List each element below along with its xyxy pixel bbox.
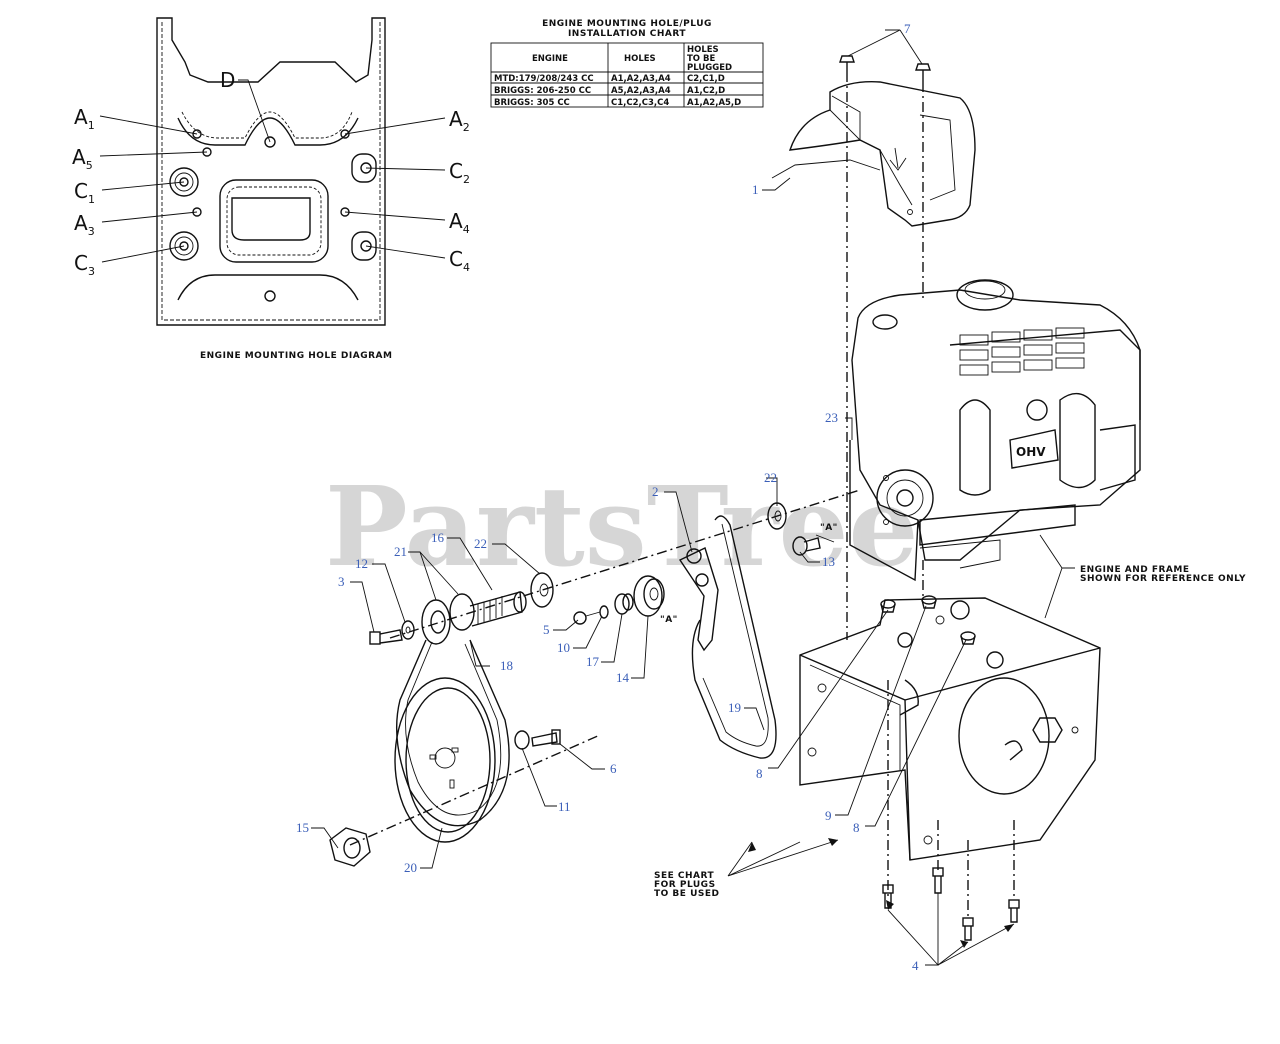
plug-9 bbox=[921, 595, 937, 609]
washer-12 bbox=[401, 620, 415, 640]
note-see-chart-3: TO BE USED bbox=[654, 889, 719, 899]
bolt-4c bbox=[962, 917, 974, 941]
pulley-21 bbox=[421, 593, 475, 645]
ref-a-left: "A" bbox=[660, 615, 678, 625]
note-see-chart-2: FOR PLUGS bbox=[654, 880, 716, 890]
chart-row1-holes: A1,A2,A3,A4 bbox=[611, 74, 671, 84]
chart-row2-plugged: A1,C2,D bbox=[687, 86, 725, 96]
callout-5: 5 bbox=[543, 622, 550, 637]
hole-a2 bbox=[340, 129, 350, 139]
chart-header-plugged-2: TO BE bbox=[687, 54, 715, 64]
washer-10 bbox=[585, 605, 609, 619]
callout-2: 2 bbox=[652, 484, 659, 499]
callout-23: 23 bbox=[825, 410, 838, 425]
spacer-17 bbox=[614, 593, 634, 615]
chart-header-plugged-3: PLUGGED bbox=[687, 63, 732, 73]
frame bbox=[799, 597, 1101, 861]
hole-a1 bbox=[192, 129, 202, 139]
label-c2: C2 bbox=[449, 159, 470, 186]
callout-6: 6 bbox=[610, 761, 617, 776]
callout-11: 11 bbox=[558, 799, 571, 814]
chart-header-engine: ENGINE bbox=[532, 54, 568, 64]
note-engine-frame-1: ENGINE AND FRAME bbox=[1080, 565, 1189, 575]
bolt-4b bbox=[932, 867, 944, 894]
callout-15: 15 bbox=[296, 820, 309, 835]
arrowheads bbox=[748, 838, 1014, 948]
note-see-chart-1: SEE CHART bbox=[654, 871, 715, 881]
bolt-4d bbox=[1008, 899, 1020, 923]
chart-row1-plugged: C2,C1,D bbox=[687, 74, 725, 84]
hole-diagram-caption: ENGINE MOUNTING HOLE DIAGRAM bbox=[200, 351, 392, 361]
label-a2: A2 bbox=[449, 107, 470, 134]
washer-22a bbox=[530, 572, 554, 608]
nut-5 bbox=[573, 611, 587, 625]
chart-header-plugged-1: HOLES bbox=[687, 45, 719, 55]
engine-badge: OHV bbox=[1016, 445, 1046, 459]
plug-8b bbox=[960, 631, 976, 645]
chart-row2-engine: BRIGGS: 206-250 CC bbox=[494, 86, 591, 96]
label-d: D bbox=[220, 68, 235, 92]
chart-row3-plugged: A1,A2,A5,D bbox=[687, 98, 741, 108]
belt-cover bbox=[771, 81, 976, 227]
watermark: PartsTree bbox=[325, 462, 919, 591]
chart-row3-engine: BRIGGS: 305 CC bbox=[494, 98, 570, 108]
label-c4: C4 bbox=[449, 247, 470, 274]
callout-1: 1 bbox=[752, 182, 759, 197]
callout-22b: 22 bbox=[764, 470, 777, 485]
label-c3: C3 bbox=[74, 251, 95, 278]
label-a4: A4 bbox=[449, 209, 470, 236]
hole-c4 bbox=[351, 231, 377, 261]
chart-row2-holes: A5,A2,A3,A4 bbox=[611, 86, 671, 96]
callout-19: 19 bbox=[728, 700, 741, 715]
callout-9: 9 bbox=[825, 808, 832, 823]
label-a1: A1 bbox=[74, 105, 95, 132]
bolt-7a bbox=[839, 55, 855, 72]
plug-8 bbox=[880, 599, 896, 613]
callout-4: 4 bbox=[912, 958, 919, 973]
hole-c3 bbox=[169, 231, 199, 261]
shaft-16 bbox=[469, 591, 527, 627]
pulley-20 bbox=[394, 677, 496, 843]
ref-a-right: "A" bbox=[820, 523, 838, 533]
callout-22a: 22 bbox=[474, 536, 487, 551]
hole-d bbox=[264, 136, 276, 148]
callout-17: 17 bbox=[586, 654, 600, 669]
callout-18: 18 bbox=[500, 658, 513, 673]
bolt-3 bbox=[369, 629, 403, 645]
idler-arm-2 bbox=[678, 547, 719, 652]
callout-13: 13 bbox=[822, 554, 835, 569]
callout-14: 14 bbox=[616, 670, 630, 685]
callout-20: 20 bbox=[404, 860, 417, 875]
hole-bottom bbox=[264, 290, 276, 302]
label-a3: A3 bbox=[74, 211, 95, 238]
hole-diagram: A1 A5 C1 A3 C3 D A2 C2 A4 C4 ENGINE MOUN… bbox=[72, 17, 470, 361]
callout-leaders bbox=[311, 29, 1075, 966]
label-c1: C1 bbox=[74, 179, 95, 206]
note-engine-frame-2: SHOWN FOR REFERENCE ONLY bbox=[1080, 574, 1246, 584]
callout-10: 10 bbox=[557, 640, 570, 655]
installation-chart: ENGINE MOUNTING HOLE/PLUG INSTALLATION C… bbox=[490, 19, 764, 108]
bolt-7b bbox=[915, 63, 931, 82]
callout-12: 12 bbox=[355, 556, 368, 571]
callout-3: 3 bbox=[338, 574, 345, 589]
belt-19 bbox=[691, 515, 777, 759]
pin-13 bbox=[792, 536, 821, 556]
hub-15 bbox=[329, 827, 371, 867]
chart-title-line2: INSTALLATION CHART bbox=[568, 29, 686, 39]
callout-8b: 8 bbox=[853, 820, 860, 835]
callout-21: 21 bbox=[394, 544, 407, 559]
label-a5: A5 bbox=[72, 145, 93, 172]
chart-title-line1: ENGINE MOUNTING HOLE/PLUG bbox=[542, 19, 712, 29]
callout-16: 16 bbox=[431, 530, 445, 545]
chart-row1-engine: MTD:179/208/243 CC bbox=[494, 74, 594, 84]
bolt-6 bbox=[531, 729, 561, 747]
chart-row3-holes: C1,C2,C3,C4 bbox=[611, 98, 669, 108]
callout-8a: 8 bbox=[756, 766, 763, 781]
callout-7: 7 bbox=[904, 21, 911, 36]
chart-header-holes: HOLES bbox=[624, 54, 656, 64]
washer-6 bbox=[514, 730, 530, 750]
